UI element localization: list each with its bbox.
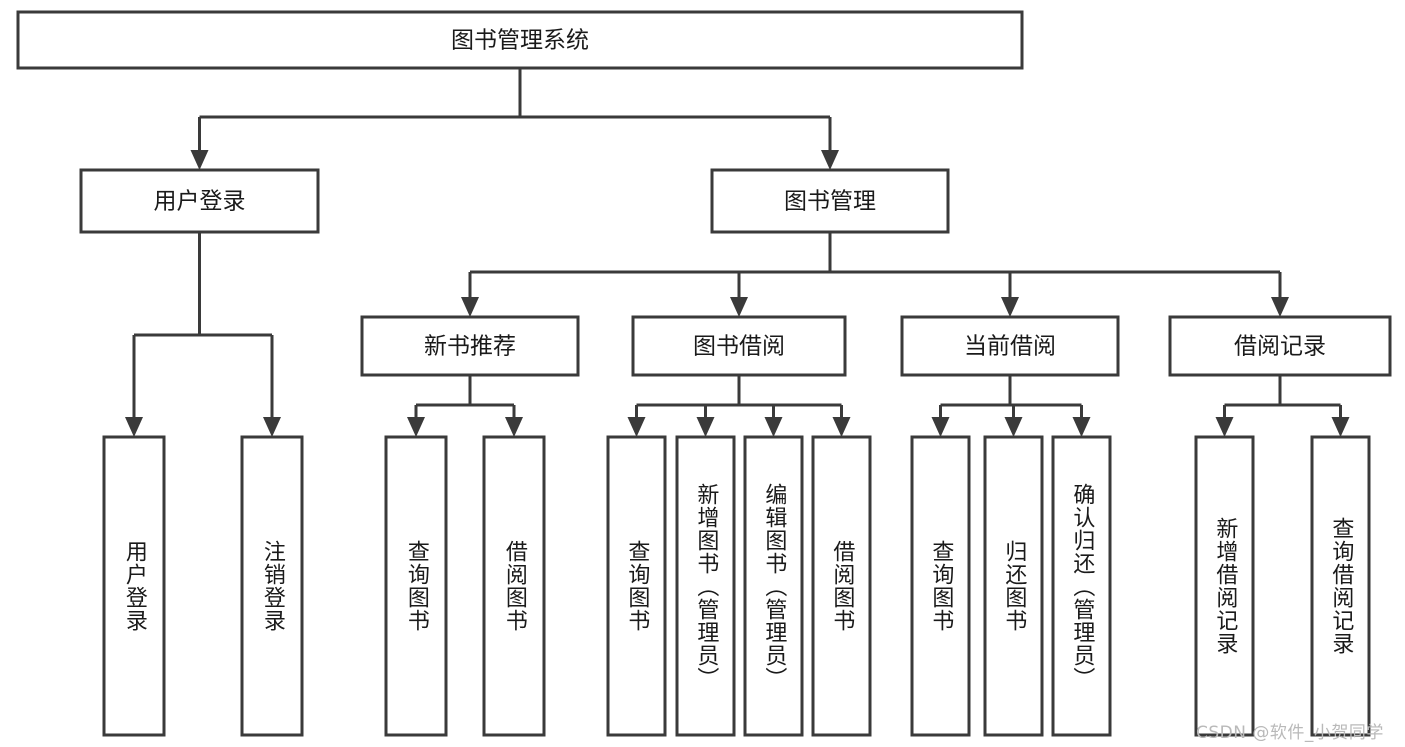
node-leaf-add-book[interactable] xyxy=(675,435,736,737)
node-leaf-query-book-bor[interactable] xyxy=(606,435,667,737)
arrow-head-icon xyxy=(627,417,646,437)
node-new-book-recommend-label: 新书推荐 xyxy=(424,334,516,360)
node-leaf-logout[interactable] xyxy=(240,435,304,737)
node-book-manage[interactable]: 图书管理 xyxy=(710,168,950,234)
arrow-head-icon xyxy=(696,417,715,437)
arrow-head-icon xyxy=(125,417,143,437)
arrow-head-icon xyxy=(190,150,209,170)
arrow-head-icon xyxy=(263,417,281,437)
node-leaf-query-record[interactable] xyxy=(1310,435,1371,737)
arrow-head-icon xyxy=(505,417,523,437)
arrow-head-icon xyxy=(931,417,950,437)
arrow-head-icon xyxy=(832,417,851,437)
arrow-head-icon xyxy=(1001,297,1019,317)
node-leaf-borrow-book-rec[interactable] xyxy=(482,435,546,737)
arrow-head-icon xyxy=(821,150,839,170)
arrow-head-icon xyxy=(461,297,479,317)
arrow-head-icon xyxy=(1072,417,1091,437)
arrow-head-icon xyxy=(730,297,748,317)
node-book-manage-label: 图书管理 xyxy=(784,189,876,215)
arrow-head-icon xyxy=(1331,417,1350,437)
arrow-head-icon xyxy=(407,417,425,437)
node-root-label: 图书管理系统 xyxy=(451,28,589,54)
node-borrow-record-label: 借阅记录 xyxy=(1234,334,1326,360)
node-leaf-user-login[interactable] xyxy=(102,435,166,737)
node-current-borrow-label: 当前借阅 xyxy=(964,334,1056,360)
node-leaf-query-book-rec[interactable] xyxy=(384,435,448,737)
csdn-watermark: CSDN @软件_小贺同学 xyxy=(1196,723,1384,743)
node-borrow-record[interactable]: 借阅记录 xyxy=(1168,315,1392,377)
node-leaf-add-record[interactable] xyxy=(1194,435,1255,737)
node-book-borrow-label: 图书借阅 xyxy=(693,334,785,360)
node-leaf-borrow-book-bor[interactable] xyxy=(811,435,872,737)
node-leaf-edit-book[interactable] xyxy=(743,435,804,737)
node-book-borrow[interactable]: 图书借阅 xyxy=(631,315,847,377)
node-leaf-query-book-cur[interactable] xyxy=(910,435,971,737)
arrow-head-icon xyxy=(1271,297,1289,317)
arrow-head-icon xyxy=(1215,417,1234,437)
node-leaf-return-book[interactable] xyxy=(983,435,1044,737)
arrow-head-icon xyxy=(1004,417,1023,437)
node-leaf-confirm-return[interactable] xyxy=(1051,435,1112,737)
arrow-head-icon xyxy=(764,417,783,437)
node-new-book-recommend[interactable]: 新书推荐 xyxy=(360,315,580,377)
connectors-layer xyxy=(125,68,1350,437)
node-user-login-label: 用户登录 xyxy=(154,189,246,215)
node-current-borrow[interactable]: 当前借阅 xyxy=(900,315,1120,377)
node-root[interactable]: 图书管理系统 xyxy=(16,10,1024,70)
node-user-login[interactable]: 用户登录 xyxy=(79,168,320,234)
